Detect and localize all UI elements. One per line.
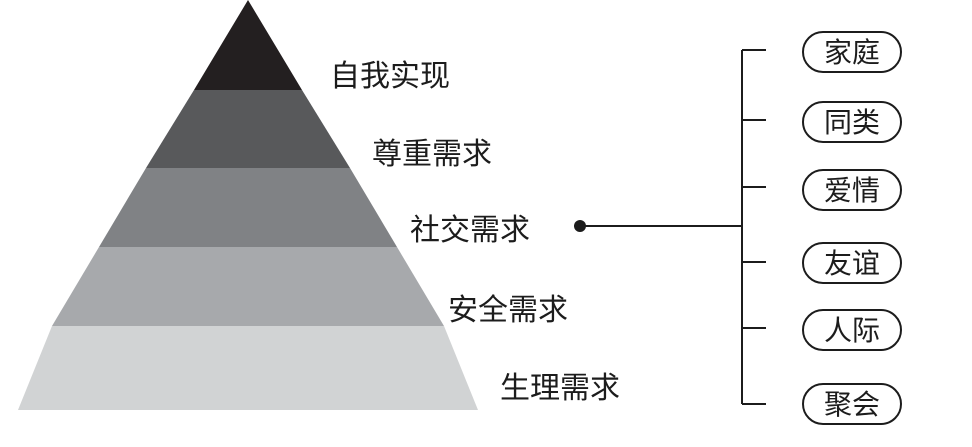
pyramid-tier-esteem	[146, 90, 350, 168]
branch-label: 爱情	[824, 174, 880, 207]
pyramid-tier-self-actualization	[194, 0, 302, 90]
label-self-actualization: 自我实现	[330, 59, 450, 94]
branch-item: 聚会	[802, 383, 902, 425]
pyramid	[18, 0, 478, 410]
branch-label: 同类	[824, 106, 880, 139]
branch-label: 人际	[824, 314, 880, 347]
branch-pill	[802, 31, 902, 73]
branch-label: 家庭	[824, 36, 880, 69]
branch-pill	[802, 101, 902, 143]
branch-item: 爱情	[802, 169, 902, 211]
social-connector	[574, 220, 742, 232]
label-esteem: 尊重需求	[372, 137, 492, 172]
pyramid-tier-safety	[52, 247, 444, 326]
branch-item: 同类	[802, 101, 902, 143]
branch-pill	[802, 242, 902, 284]
label-safety: 安全需求	[448, 293, 568, 328]
label-social: 社交需求	[410, 213, 530, 248]
label-physiological: 生理需求	[500, 371, 620, 406]
branch-items: 家庭 同类 爱情 友谊 人际 聚会	[802, 31, 902, 425]
branch-pill	[802, 383, 902, 425]
branch-pill	[802, 309, 902, 351]
branch-bracket	[741, 49, 766, 405]
pyramid-tier-physiological	[18, 326, 478, 410]
pyramid-tier-social	[99, 168, 397, 247]
branch-item: 友谊	[802, 242, 902, 284]
branch-item: 家庭	[802, 31, 902, 73]
branch-item: 人际	[802, 309, 902, 351]
branch-label: 聚会	[824, 388, 880, 421]
pyramid-labels: 自我实现 尊重需求 社交需求 安全需求 生理需求	[330, 59, 620, 406]
branch-label: 友谊	[824, 247, 880, 280]
branch-pill	[802, 169, 902, 211]
